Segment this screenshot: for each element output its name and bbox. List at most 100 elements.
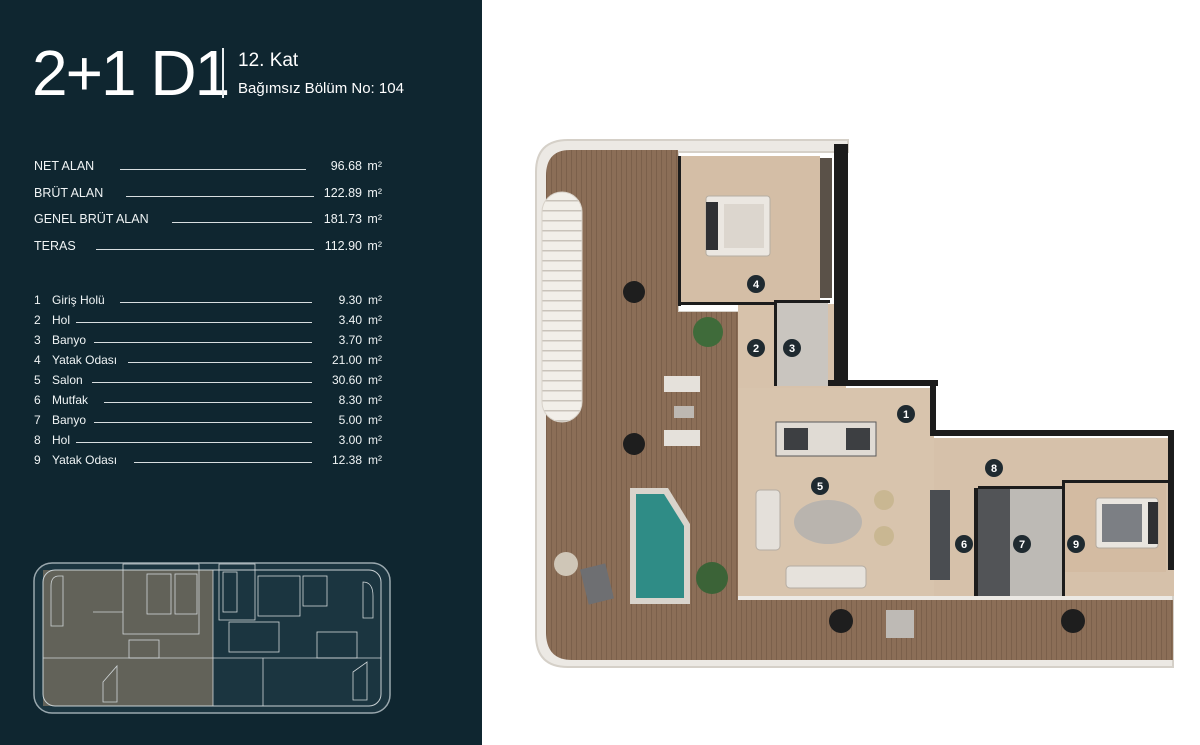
dining-table bbox=[794, 500, 862, 544]
leader-line bbox=[172, 222, 312, 223]
area-label: BRÜT ALAN bbox=[34, 186, 104, 200]
room-badge-label: 5 bbox=[817, 481, 823, 493]
room-badge-label: 9 bbox=[1073, 539, 1079, 551]
room-badge bbox=[747, 339, 765, 357]
terrace-chair bbox=[664, 430, 682, 446]
bed-9-cover bbox=[1102, 504, 1142, 542]
floor-plan: 4 2 3 1 5 8 6 7 9 bbox=[535, 139, 1174, 668]
leader-line bbox=[120, 169, 306, 170]
room-name: Salon bbox=[52, 373, 83, 387]
room-name: Yatak Odası bbox=[52, 453, 118, 467]
room-name: Banyo bbox=[52, 333, 87, 347]
room-number: 7 bbox=[34, 413, 41, 427]
terrace-planter bbox=[829, 609, 853, 633]
room-unit: m² bbox=[368, 373, 382, 387]
key-plan-inner bbox=[42, 569, 382, 707]
room-number: 4 bbox=[34, 353, 41, 367]
terrace-chair bbox=[682, 430, 700, 446]
room-value: 30.60 bbox=[331, 373, 362, 387]
terrace-side-table bbox=[554, 552, 578, 576]
leader-line bbox=[120, 302, 312, 303]
leader-line bbox=[104, 402, 312, 403]
room-row: 8 Hol 3.00 m² bbox=[34, 433, 382, 448]
room-unit: m² bbox=[368, 413, 382, 427]
leader-line bbox=[134, 462, 312, 463]
area-unit: m² bbox=[367, 212, 382, 226]
key-plan-shape bbox=[102, 664, 118, 703]
island-shelf bbox=[846, 428, 870, 450]
living-sofa-2 bbox=[785, 565, 867, 589]
room-number: 9 bbox=[34, 453, 41, 467]
room-number: 1 bbox=[34, 293, 41, 307]
room-value: 12.38 bbox=[331, 453, 362, 467]
room-value: 3.00 bbox=[338, 433, 362, 447]
leader-line bbox=[76, 442, 312, 443]
room-number: 3 bbox=[34, 333, 41, 347]
room-unit: m² bbox=[368, 393, 382, 407]
room-row: 5 Salon 30.60 m² bbox=[34, 373, 382, 388]
leader-line bbox=[126, 196, 314, 197]
area-value: 112.90 bbox=[324, 239, 362, 253]
room-row: 3 Banyo 3.70 m² bbox=[34, 333, 382, 348]
leader-line bbox=[92, 382, 312, 383]
terrace-plant bbox=[696, 562, 728, 594]
room-badge bbox=[811, 477, 829, 495]
key-plan-highlight-unit bbox=[43, 570, 213, 706]
room-badge-label: 1 bbox=[903, 409, 909, 421]
room-value: 5.00 bbox=[338, 413, 362, 427]
room-badge bbox=[783, 339, 801, 357]
room-row: 7 Banyo 5.00 m² bbox=[34, 413, 382, 428]
kitchen-counter bbox=[978, 488, 1010, 596]
area-row: TERAS 112.90 m² bbox=[34, 239, 382, 255]
room-row: 1 Giriş Holü 9.30 m² bbox=[34, 293, 382, 308]
area-unit: m² bbox=[367, 159, 382, 173]
room-unit: m² bbox=[368, 333, 382, 347]
terrace-lounger bbox=[580, 563, 614, 605]
area-label: NET ALAN bbox=[34, 159, 95, 173]
bed-4-cover bbox=[724, 204, 764, 248]
room-number: 2 bbox=[34, 313, 41, 327]
room-badge bbox=[747, 275, 765, 293]
room-unit: m² bbox=[368, 353, 382, 367]
terrace-deck bbox=[546, 150, 1173, 660]
leader-line bbox=[76, 322, 312, 323]
key-plan-shape bbox=[352, 661, 368, 701]
room-badges: 4 2 3 1 5 8 6 7 9 bbox=[747, 275, 1085, 553]
terrace-chair bbox=[682, 376, 700, 392]
room-name: Banyo bbox=[52, 413, 87, 427]
area-value: 122.89 bbox=[323, 186, 362, 200]
room-number: 8 bbox=[34, 433, 41, 447]
area-unit: m² bbox=[367, 239, 382, 253]
area-value: 181.73 bbox=[323, 212, 362, 226]
room-badge-label: 6 bbox=[961, 539, 967, 551]
room-unit: m² bbox=[368, 433, 382, 447]
terrace-chair bbox=[664, 376, 682, 392]
title-divider bbox=[222, 48, 224, 98]
area-value: 96.68 bbox=[330, 159, 362, 173]
room-badge-label: 7 bbox=[1019, 539, 1025, 551]
room-value: 8.30 bbox=[338, 393, 362, 407]
room-badge bbox=[955, 535, 973, 553]
room-value: 3.70 bbox=[338, 333, 362, 347]
leader-line bbox=[94, 342, 312, 343]
room-row: 6 Mutfak 8.30 m² bbox=[34, 393, 382, 408]
area-row: BRÜT ALAN 122.89 m² bbox=[34, 186, 382, 202]
dining-chair bbox=[874, 526, 894, 546]
room-name: Hol bbox=[52, 433, 71, 447]
area-unit: m² bbox=[367, 186, 382, 200]
terrace-bistro-table bbox=[886, 610, 914, 638]
bathroom-3-floor bbox=[776, 300, 828, 386]
room-number: 6 bbox=[34, 393, 41, 407]
walls bbox=[678, 144, 1174, 596]
room-value: 9.30 bbox=[338, 293, 362, 307]
info-panel: 2+1 D1 12. Kat Bağımsız Bölüm No: 104 NE… bbox=[0, 0, 482, 745]
room-row: 4 Yatak Odası 21.00 m² bbox=[34, 353, 382, 368]
room-value: 3.40 bbox=[338, 313, 362, 327]
room-value: 21.00 bbox=[331, 353, 362, 367]
terrace-planter bbox=[623, 281, 645, 303]
room-badge bbox=[1013, 535, 1031, 553]
bed-4-headboard bbox=[706, 202, 718, 250]
room-badge-label: 2 bbox=[753, 343, 759, 355]
leader-line bbox=[94, 422, 312, 423]
room-name: Hol bbox=[52, 313, 71, 327]
